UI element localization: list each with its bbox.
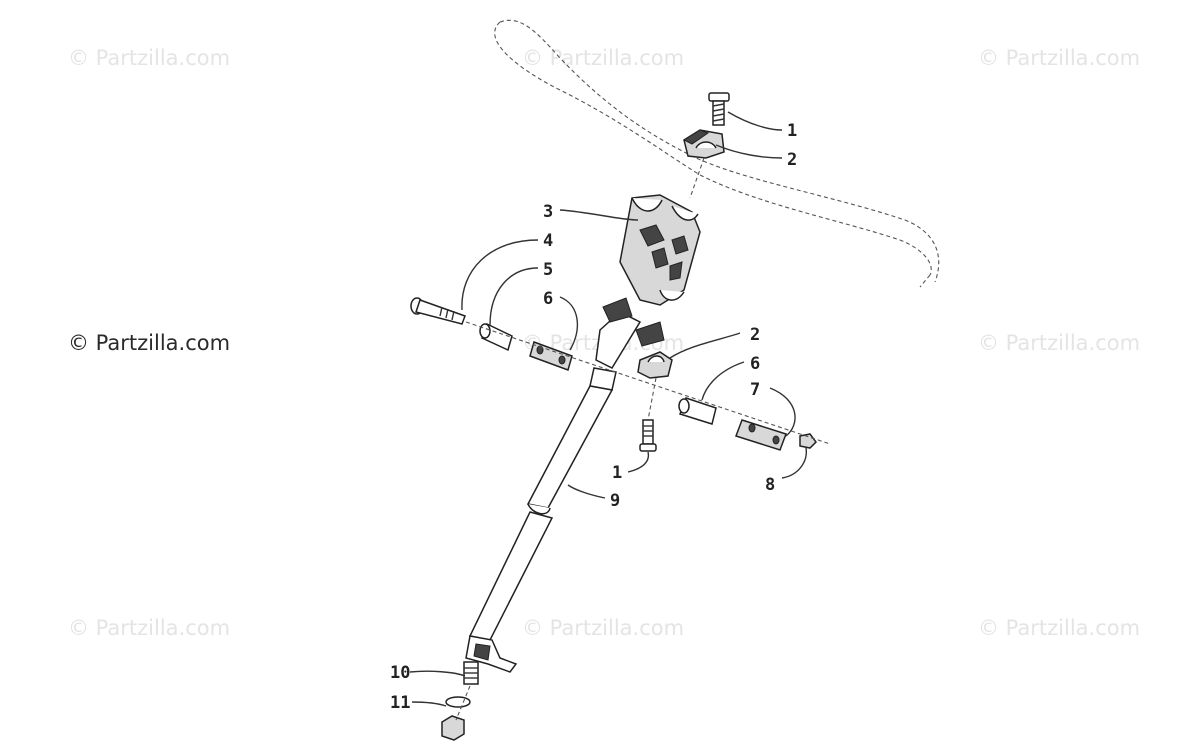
handlebar-outline bbox=[494, 19, 940, 288]
watermark-bottom-center: © Partzilla.com bbox=[522, 616, 684, 640]
lower-clamp-part-2 bbox=[637, 351, 673, 379]
callout-1-top: 1 bbox=[787, 121, 797, 141]
callout-1-lower: 1 bbox=[612, 463, 622, 483]
nut-part-11 bbox=[441, 715, 465, 741]
callout-8: 8 bbox=[765, 475, 775, 495]
end-link-part-7 bbox=[735, 419, 787, 451]
axis-line-tie bbox=[465, 321, 831, 445]
lower-bolt-part-1 bbox=[639, 419, 657, 452]
long-bolt-part-4 bbox=[410, 297, 466, 325]
watermark-top-left: © Partzilla.com bbox=[68, 46, 230, 70]
callout-6-right: 6 bbox=[750, 354, 760, 374]
callout-11: 11 bbox=[390, 693, 410, 713]
steering-post-part-9 bbox=[465, 297, 665, 673]
spacer-part-5 bbox=[479, 322, 513, 352]
washer-part-11 bbox=[445, 696, 471, 708]
callout-6-left: 6 bbox=[543, 289, 553, 309]
leader-lines bbox=[409, 111, 807, 707]
callout-labels: 1 2 3 4 5 6 2 6 7 8 1 9 10 11 bbox=[390, 121, 797, 713]
end-link-part-6-left bbox=[529, 341, 573, 371]
callout-5: 5 bbox=[543, 260, 553, 280]
top-bolt-part-1 bbox=[708, 92, 730, 126]
callout-4: 4 bbox=[543, 231, 553, 251]
axis-line-top bbox=[689, 157, 705, 199]
axis-line-bottom bbox=[455, 685, 471, 721]
watermark-top-right: © Partzilla.com bbox=[978, 46, 1140, 70]
callout-2-mid: 2 bbox=[750, 325, 760, 345]
watermark-mid-right: © Partzilla.com bbox=[978, 331, 1140, 355]
top-clamp-part-2 bbox=[682, 129, 725, 159]
watermark-bottom-left: © Partzilla.com bbox=[68, 616, 230, 640]
watermark-bottom-right: © Partzilla.com bbox=[978, 616, 1140, 640]
watermark-top-center: © Partzilla.com bbox=[522, 46, 684, 70]
callout-10: 10 bbox=[390, 663, 410, 683]
callout-7: 7 bbox=[750, 380, 760, 400]
flange-bolt-part-10 bbox=[463, 661, 479, 685]
callout-2-top: 2 bbox=[787, 150, 797, 170]
callout-9: 9 bbox=[610, 491, 620, 511]
handlebar-riser-part-3 bbox=[619, 194, 701, 306]
callout-3: 3 bbox=[543, 202, 553, 222]
spacer-part-6-right bbox=[678, 397, 717, 425]
watermark-mid-left: © Partzilla.com bbox=[68, 331, 230, 355]
